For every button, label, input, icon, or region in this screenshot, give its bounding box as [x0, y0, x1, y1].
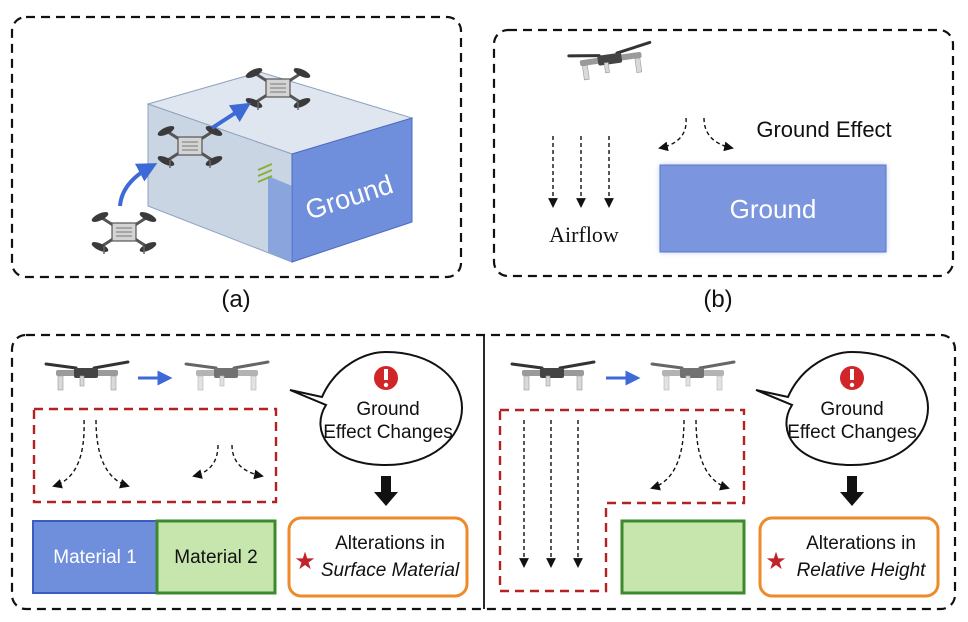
- panel-b: Airflow Ground Effect Ground: [492, 28, 955, 278]
- ground-label-b: Ground: [730, 194, 817, 224]
- flow-arrow-c2: [95, 419, 130, 489]
- flow-arrow-d5: [695, 419, 730, 491]
- drone-low-a: [88, 208, 160, 256]
- speech-bubble-c: [289, 350, 464, 467]
- ground-effect-arrow-right: [703, 117, 734, 152]
- drone-tilted-b: [567, 40, 656, 84]
- bubble-line2-d: Effect Changes: [787, 422, 917, 443]
- ground-block: [146, 71, 414, 263]
- arrow-straight-a: [210, 102, 252, 130]
- panel-c: Ground Effect Changes Material 1 Materia…: [32, 350, 469, 598]
- bubble-line1-d: Ground: [820, 399, 883, 420]
- result-box-d: [758, 516, 940, 598]
- drone-left-c: [44, 360, 130, 392]
- flow-arrow-c3: [192, 444, 219, 479]
- airflow-label: Airflow: [549, 222, 619, 247]
- star-icon-d: ★: [765, 548, 787, 575]
- panel-b-frame: [492, 28, 955, 278]
- material1-label: Material 1: [53, 547, 136, 568]
- raised-ground-box: [620, 519, 746, 595]
- down-arrow-d: [840, 476, 864, 506]
- ground-effect-label: Ground Effect: [756, 117, 891, 142]
- ground-box-b: [659, 164, 887, 253]
- arrow-curve-a: [118, 163, 158, 207]
- result-line2-c: Surface Material: [321, 560, 460, 581]
- bubble-line1-c: Ground: [356, 399, 419, 420]
- material2-box: [155, 519, 277, 595]
- ground-effect-arrow-left: [658, 117, 687, 152]
- down-arrow-c: [374, 476, 398, 506]
- drone-right-c: [184, 360, 270, 392]
- material1-box: [32, 520, 158, 594]
- caption-b: (b): [703, 286, 732, 313]
- caption-a: (a): [221, 286, 250, 313]
- result-line2-d: Relative Height: [797, 560, 927, 581]
- flow-arrow-d4: [650, 419, 685, 491]
- panel-d: Ground Effect Changes ★ Alterations in R…: [498, 350, 940, 598]
- bubble-line2-c: Effect Changes: [323, 422, 453, 443]
- result-line1-c: Alterations in: [335, 533, 445, 554]
- panel-a-frame: [10, 15, 463, 279]
- result-line1-d: Alterations in: [806, 533, 916, 554]
- result-box-c: [287, 516, 469, 598]
- speech-bubble-d: [755, 350, 930, 467]
- flow-arrow-c1: [52, 419, 85, 489]
- drone-left-d: [510, 360, 596, 392]
- panel-a: Ground: [10, 15, 463, 279]
- star-icon-c: ★: [294, 548, 316, 575]
- flow-arrow-c4: [231, 444, 264, 480]
- airflow-region-d: [498, 408, 746, 593]
- airflow-region-c: [32, 407, 278, 504]
- drone-right-d: [650, 360, 736, 392]
- material2-label: Material 2: [174, 547, 257, 568]
